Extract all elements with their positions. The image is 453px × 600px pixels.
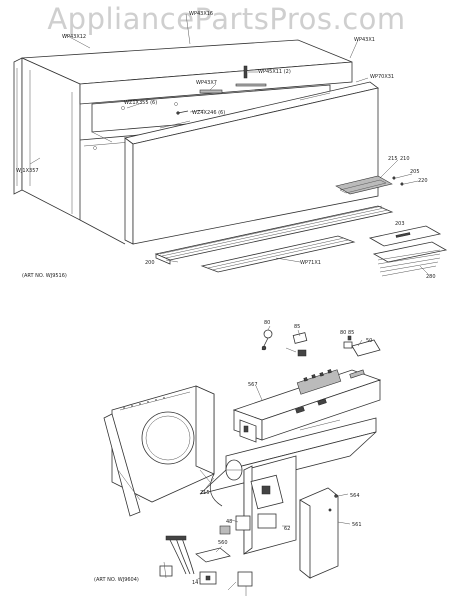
label-80-85: 80 85 (340, 330, 354, 336)
label-48: 48 (226, 519, 232, 525)
label-wp71x1: WP71X1 (300, 260, 321, 266)
fan-shroud (103, 385, 215, 517)
label-wp43x12: WP43X12 (62, 34, 86, 40)
label-wp43x7: WP43X7 (196, 80, 217, 86)
louver-grille (154, 205, 394, 265)
control-door-parts (368, 225, 448, 277)
label-80: 80 (264, 320, 270, 326)
label-wz1x355: WZ1X355 (6) (124, 100, 157, 106)
label-205: 205 (410, 169, 420, 175)
label-715: 715 (200, 490, 210, 496)
label-wp43x16: WP43X16 (189, 11, 213, 17)
front-panel (124, 81, 379, 245)
label-14: 14 (192, 580, 198, 586)
label-wz4x246: WZ4X246 (6) (192, 110, 225, 116)
knobs-and-switches (261, 329, 381, 357)
label-wp43x1: WP43X1 (354, 37, 375, 43)
label-wp70x31: WP70X31 (370, 74, 394, 80)
label-564: 564 (350, 493, 360, 499)
label-203: 203 (395, 221, 405, 227)
art-number-top: (ART NO. WJ9516) (22, 273, 67, 279)
label-85: 85 (294, 324, 300, 330)
cabinet-sleeve (13, 39, 353, 245)
label-50: 50 (366, 338, 372, 344)
service-cover (299, 487, 339, 579)
label-280: 280 (426, 274, 436, 280)
top-leader-lines (29, 13, 429, 275)
wiring-harness (159, 473, 253, 596)
label-215: 215 (388, 156, 398, 162)
bottom-leader-lines (195, 325, 363, 581)
label-200: 200 (145, 260, 155, 266)
label-567: 567 (248, 382, 258, 388)
component-bracket (219, 455, 297, 555)
filter-parts (335, 173, 419, 195)
art-number-bottom: (ART NO. WJ9604) (94, 577, 139, 583)
label-wj1x357: WJ1X357 (16, 168, 39, 174)
filter-tray (200, 235, 356, 273)
control-box (232, 369, 382, 443)
label-561: 561 (352, 522, 362, 528)
label-wp45x11: WP45X11 (2) (258, 69, 291, 75)
label-560: 560 (218, 540, 228, 546)
label-220: 220 (418, 178, 428, 184)
label-210: 210 (400, 156, 410, 162)
label-62: 62 (284, 526, 290, 532)
